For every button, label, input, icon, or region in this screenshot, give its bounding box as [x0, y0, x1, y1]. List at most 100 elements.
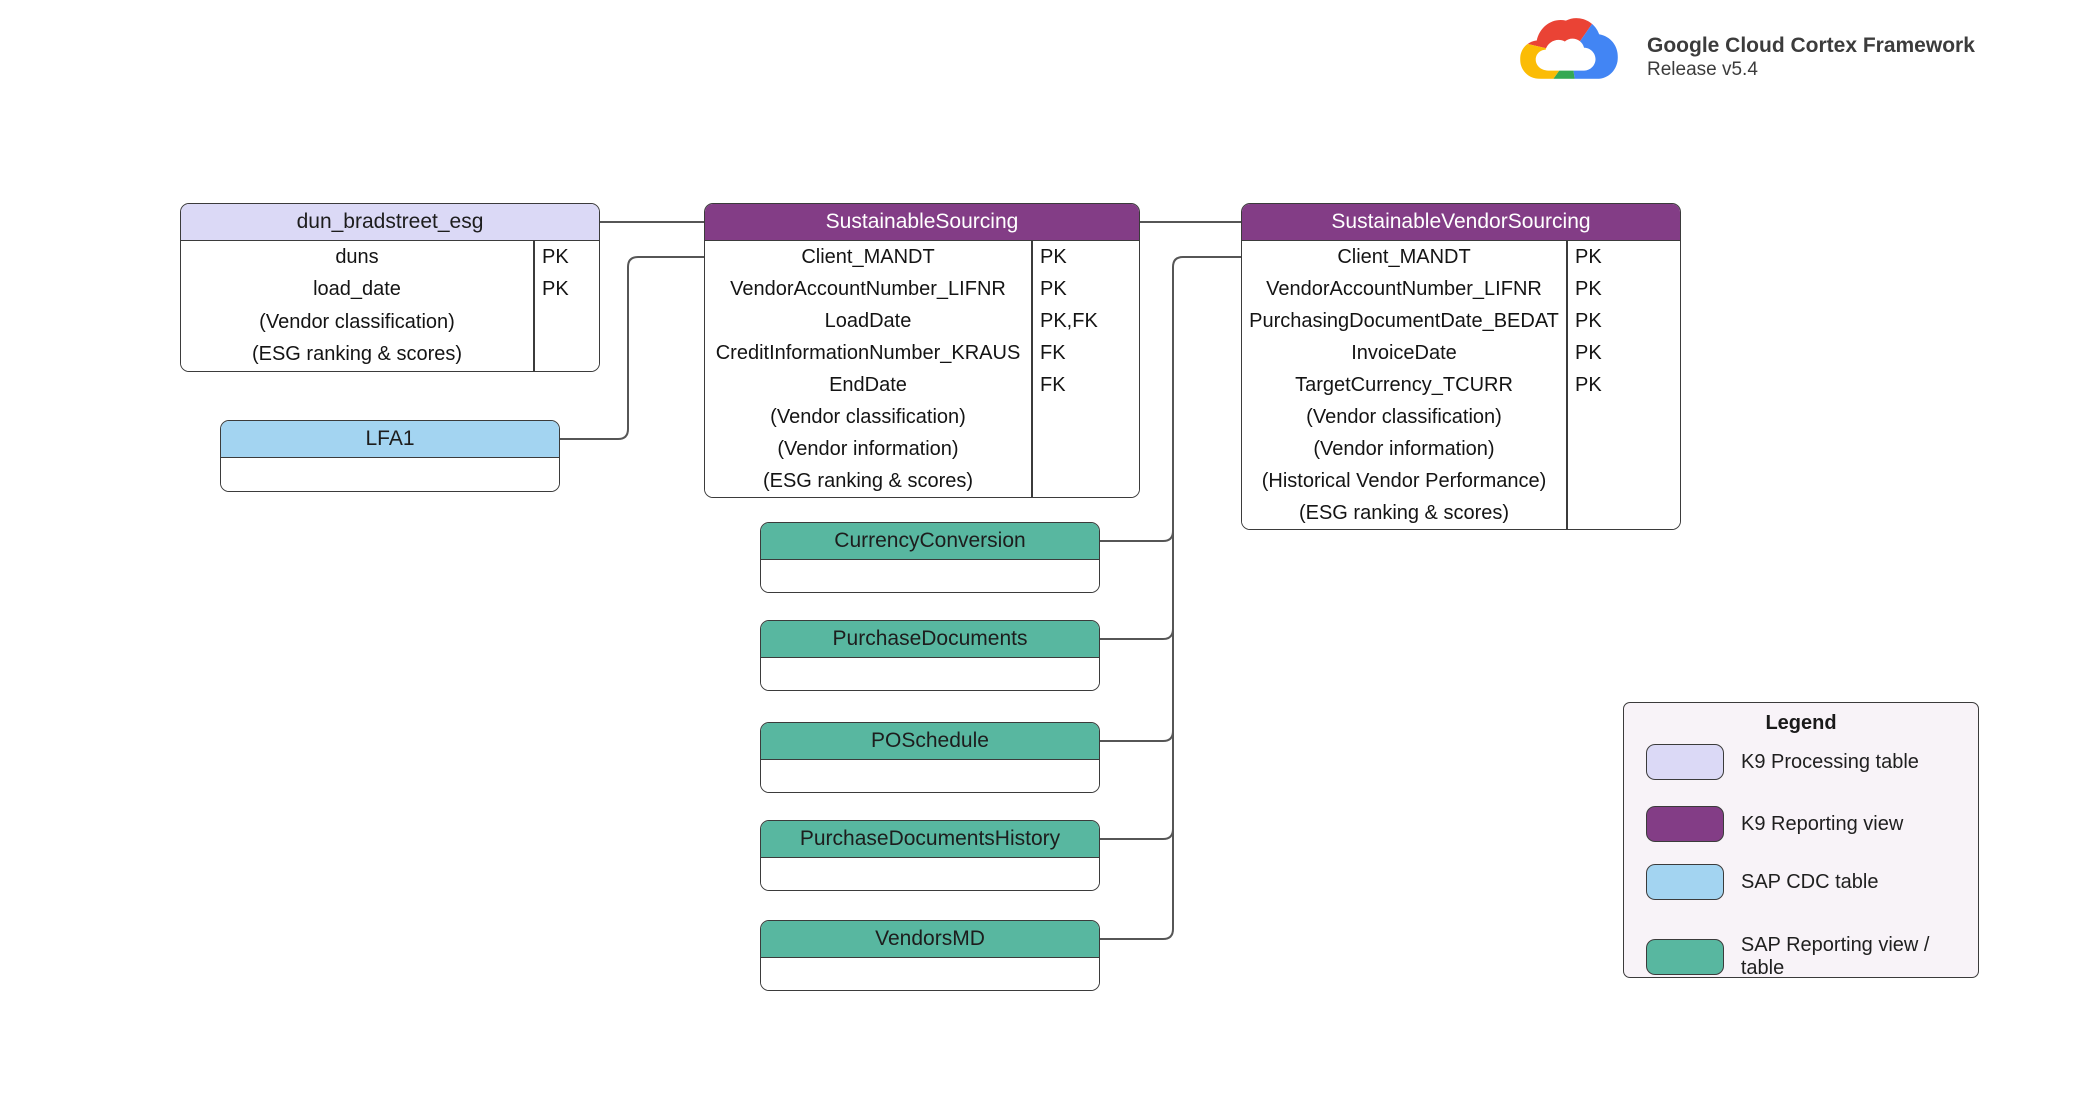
field-name: Client_MANDT — [801, 245, 935, 268]
legend-swatch-sap-reporting — [1646, 939, 1724, 975]
field-name: duns — [335, 245, 379, 268]
table-vendorsmd: VendorsMD — [760, 920, 1100, 991]
table-currencyconversion: CurrencyConversion — [760, 522, 1100, 593]
table-body — [221, 458, 559, 491]
field-key — [533, 339, 599, 372]
legend-item-sap-reporting: SAP Reporting view / table — [1646, 934, 1978, 980]
field-name: InvoiceDate — [1351, 341, 1457, 364]
field-name: (Vendor classification) — [1306, 405, 1502, 428]
connector-poschedule — [1100, 730, 1174, 742]
field-key: FK — [1040, 373, 1066, 396]
table-sustainablevendorsourcing: SustainableVendorSourcing Client_MANDT PK… — [1241, 203, 1681, 530]
field-key: PK — [1575, 309, 1602, 332]
field-name: (Vendor classification) — [770, 405, 966, 428]
field-name: (ESG ranking & scores) — [251, 343, 463, 366]
table-row: (Historical Vendor Performance) — [1242, 465, 1680, 497]
field-key: PK,FK — [1040, 309, 1098, 332]
table-poschedule: POSchedule — [760, 722, 1100, 793]
legend-item-k9-reporting: K9 Reporting view — [1646, 806, 1903, 842]
field-key — [1566, 465, 1680, 497]
table-body — [761, 958, 1099, 990]
table-header-purchasedocuments: PurchaseDocuments — [761, 621, 1099, 658]
table-row: CreditInformationNumber_KRAUS FK — [705, 337, 1139, 369]
table-purchasedocumentshistory: PurchaseDocumentsHistory — [760, 820, 1100, 891]
field-name: VendorAccountNumber_LIFNR — [730, 277, 1006, 300]
table-header-vendorsmd: VendorsMD — [761, 921, 1099, 958]
field-name: (Vendor information) — [777, 437, 959, 460]
table-row: Client_MANDT PK — [705, 241, 1139, 273]
field-key: PK — [542, 278, 569, 301]
field-name: load_date — [313, 278, 401, 301]
table-header-purchasedocumentshistory: PurchaseDocumentsHistory — [761, 821, 1099, 858]
table-row: (Vendor classification) — [705, 401, 1139, 433]
table-row: duns PK — [181, 241, 599, 274]
field-key: PK — [1575, 373, 1602, 396]
table-row: (ESG ranking & scores) — [1242, 497, 1680, 529]
table-row: EndDate FK — [705, 369, 1139, 401]
table-row: (ESG ranking & scores) — [705, 465, 1139, 497]
table-header-sustainablesourcing: SustainableSourcing — [705, 204, 1139, 241]
key-column-divider — [1031, 241, 1033, 497]
legend-label: SAP Reporting view / table — [1740, 934, 1930, 979]
field-name: (Vendor information) — [1313, 437, 1495, 460]
table-row: (Vendor information) — [705, 433, 1139, 465]
field-key: PK — [1040, 277, 1067, 300]
field-key: FK — [1040, 341, 1066, 364]
key-column-divider — [533, 241, 535, 371]
field-key — [533, 306, 599, 339]
table-header-dun-bradstreet-esg: dun_bradstreet_esg — [181, 204, 599, 241]
field-key: PK — [1575, 245, 1602, 268]
legend-title: Legend — [1765, 712, 1837, 734]
field-key: PK — [1575, 277, 1602, 300]
key-column-divider — [1566, 241, 1568, 529]
field-name: PurchasingDocumentDate_BEDAT — [1249, 309, 1559, 332]
legend-item-sap-cdc: SAP CDC table — [1646, 864, 1878, 900]
field-key: PK — [542, 245, 569, 268]
table-body — [761, 658, 1099, 690]
connector-currencyconversion — [1100, 530, 1174, 542]
legend-swatch-sap-cdc — [1646, 864, 1724, 900]
legend-swatch-k9-reporting — [1646, 806, 1724, 842]
field-key — [1031, 465, 1139, 497]
table-header-sustainablevendorsourcing: SustainableVendorSourcing — [1242, 204, 1680, 241]
table-header-poschedule: POSchedule — [761, 723, 1099, 760]
table-body — [761, 560, 1099, 592]
table-row: InvoiceDate PK — [1242, 337, 1680, 369]
connector-trunk-to-vendorsmd — [1100, 256, 1241, 940]
table-row: (Vendor classification) — [181, 306, 599, 339]
field-key — [1031, 401, 1139, 433]
table-row: VendorAccountNumber_LIFNR PK — [705, 273, 1139, 305]
connector-purchasedocumentshistory — [1100, 828, 1174, 840]
table-row: load_date PK — [181, 274, 599, 307]
field-key — [1031, 433, 1139, 465]
field-key: PK — [1575, 341, 1602, 364]
app-release-version: Release v5.4 — [1647, 59, 1758, 80]
table-row: (ESG ranking & scores) — [181, 339, 599, 372]
table-lfa1: LFA1 — [220, 420, 560, 492]
field-key — [1566, 433, 1680, 465]
legend: Legend K9 Processing table K9 Reporting … — [1623, 702, 1979, 980]
field-name: EndDate — [829, 373, 907, 396]
table-row: (Vendor classification) — [1242, 401, 1680, 433]
table-body: Client_MANDT PK VendorAccountNumber_LIFNR P… — [705, 241, 1139, 497]
table-row: Client_MANDT PK — [1242, 241, 1680, 273]
legend-swatch-k9-processing — [1646, 744, 1724, 780]
table-row: LoadDate PK,FK — [705, 305, 1139, 337]
field-key: PK — [1040, 245, 1067, 268]
app-title: Google Cloud Cortex Framework — [1647, 34, 1975, 57]
field-key — [1566, 497, 1680, 529]
field-key — [1566, 401, 1680, 433]
connector-lfa1-to-sustainablesourcing — [560, 256, 704, 440]
field-name: LoadDate — [824, 309, 912, 332]
table-header-lfa1: LFA1 — [221, 421, 559, 458]
field-name: (Historical Vendor Performance) — [1261, 469, 1547, 492]
field-name: CreditInformationNumber_KRAUS — [715, 341, 1021, 364]
google-cloud-logo-icon — [1520, 18, 1618, 79]
field-name: Client_MANDT — [1337, 245, 1471, 268]
